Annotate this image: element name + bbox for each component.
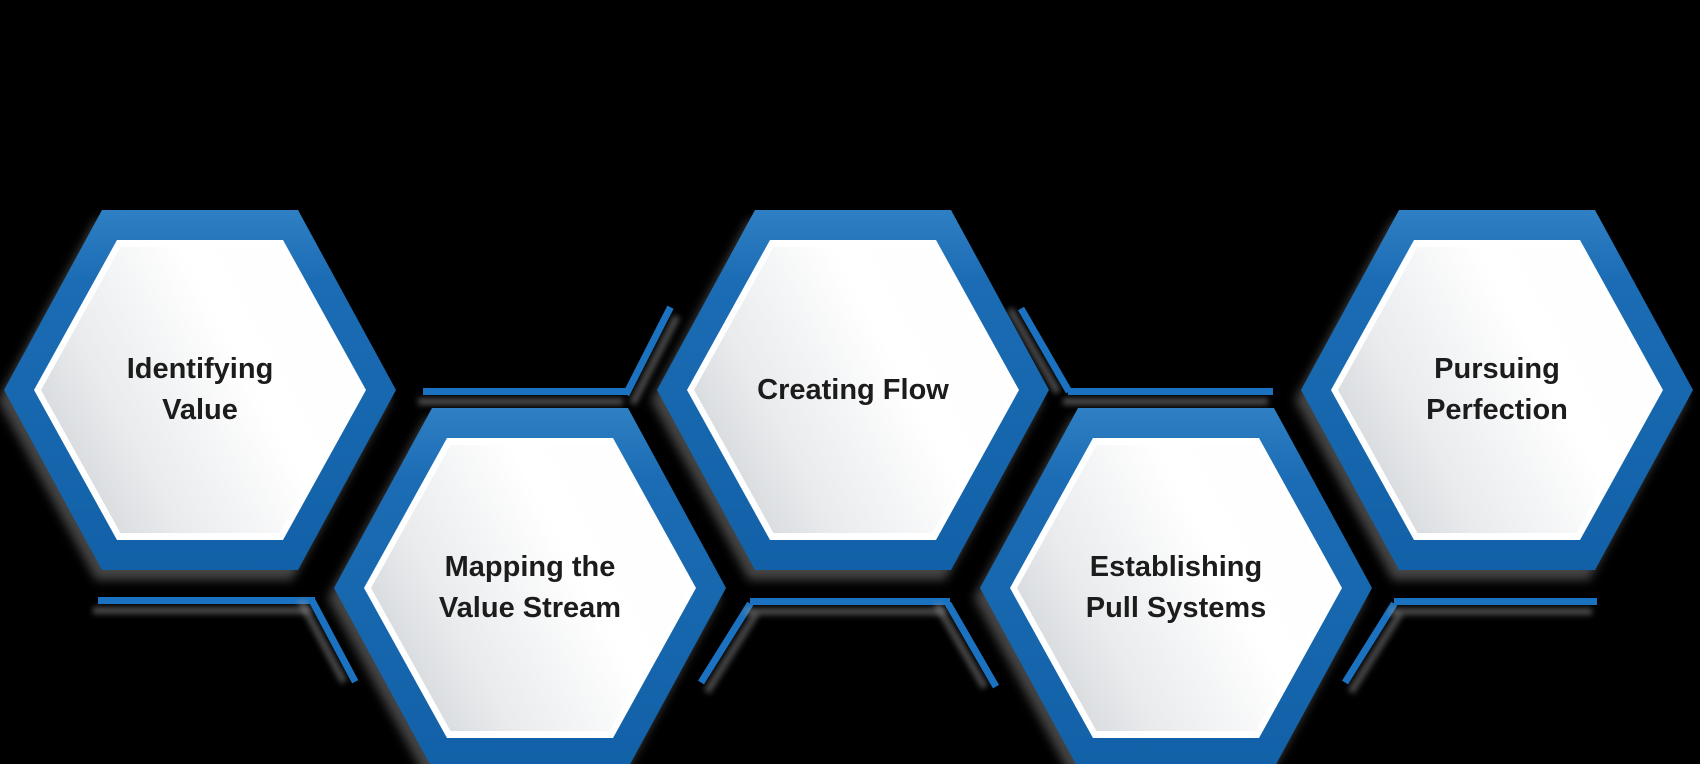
hexagon-identifying-value: Identifying Value bbox=[4, 210, 396, 570]
connector-segment bbox=[1394, 598, 1597, 605]
connector-segment bbox=[98, 597, 315, 604]
hexagon-pursuing-perfection: Pursuing Perfection bbox=[1301, 210, 1693, 570]
hexagon-mapping-value-stream: Mapping the Value Stream bbox=[334, 408, 726, 764]
hexagon-label: Identifying Value bbox=[4, 210, 396, 570]
label-line-1: Mapping the bbox=[444, 551, 616, 583]
label-line-2: Pull Systems bbox=[1085, 592, 1267, 624]
label-line-1: Creating Flow bbox=[757, 373, 949, 406]
connector-segment bbox=[423, 388, 628, 395]
connector-segment bbox=[1068, 388, 1273, 395]
hexagon-label: Pursuing Perfection bbox=[1301, 210, 1693, 570]
hexagon-label: Establishing Pull Systems bbox=[980, 408, 1372, 764]
label-line-2: Perfection bbox=[1426, 394, 1568, 426]
hexagon-label: Creating Flow bbox=[657, 210, 1049, 570]
label-line-1: Identifying bbox=[126, 353, 274, 385]
label-line-1: Establishing bbox=[1089, 551, 1263, 583]
connector-segment bbox=[750, 598, 950, 605]
hexagon-label: Mapping the Value Stream bbox=[334, 408, 726, 764]
label-line-1: Pursuing bbox=[1434, 353, 1560, 385]
hexagon-creating-flow: Creating Flow bbox=[657, 210, 1049, 570]
hexagon-establishing-pull-systems: Establishing Pull Systems bbox=[980, 408, 1372, 764]
label-line-2: Value bbox=[162, 394, 238, 426]
label-line-2: Value Stream bbox=[438, 592, 622, 624]
